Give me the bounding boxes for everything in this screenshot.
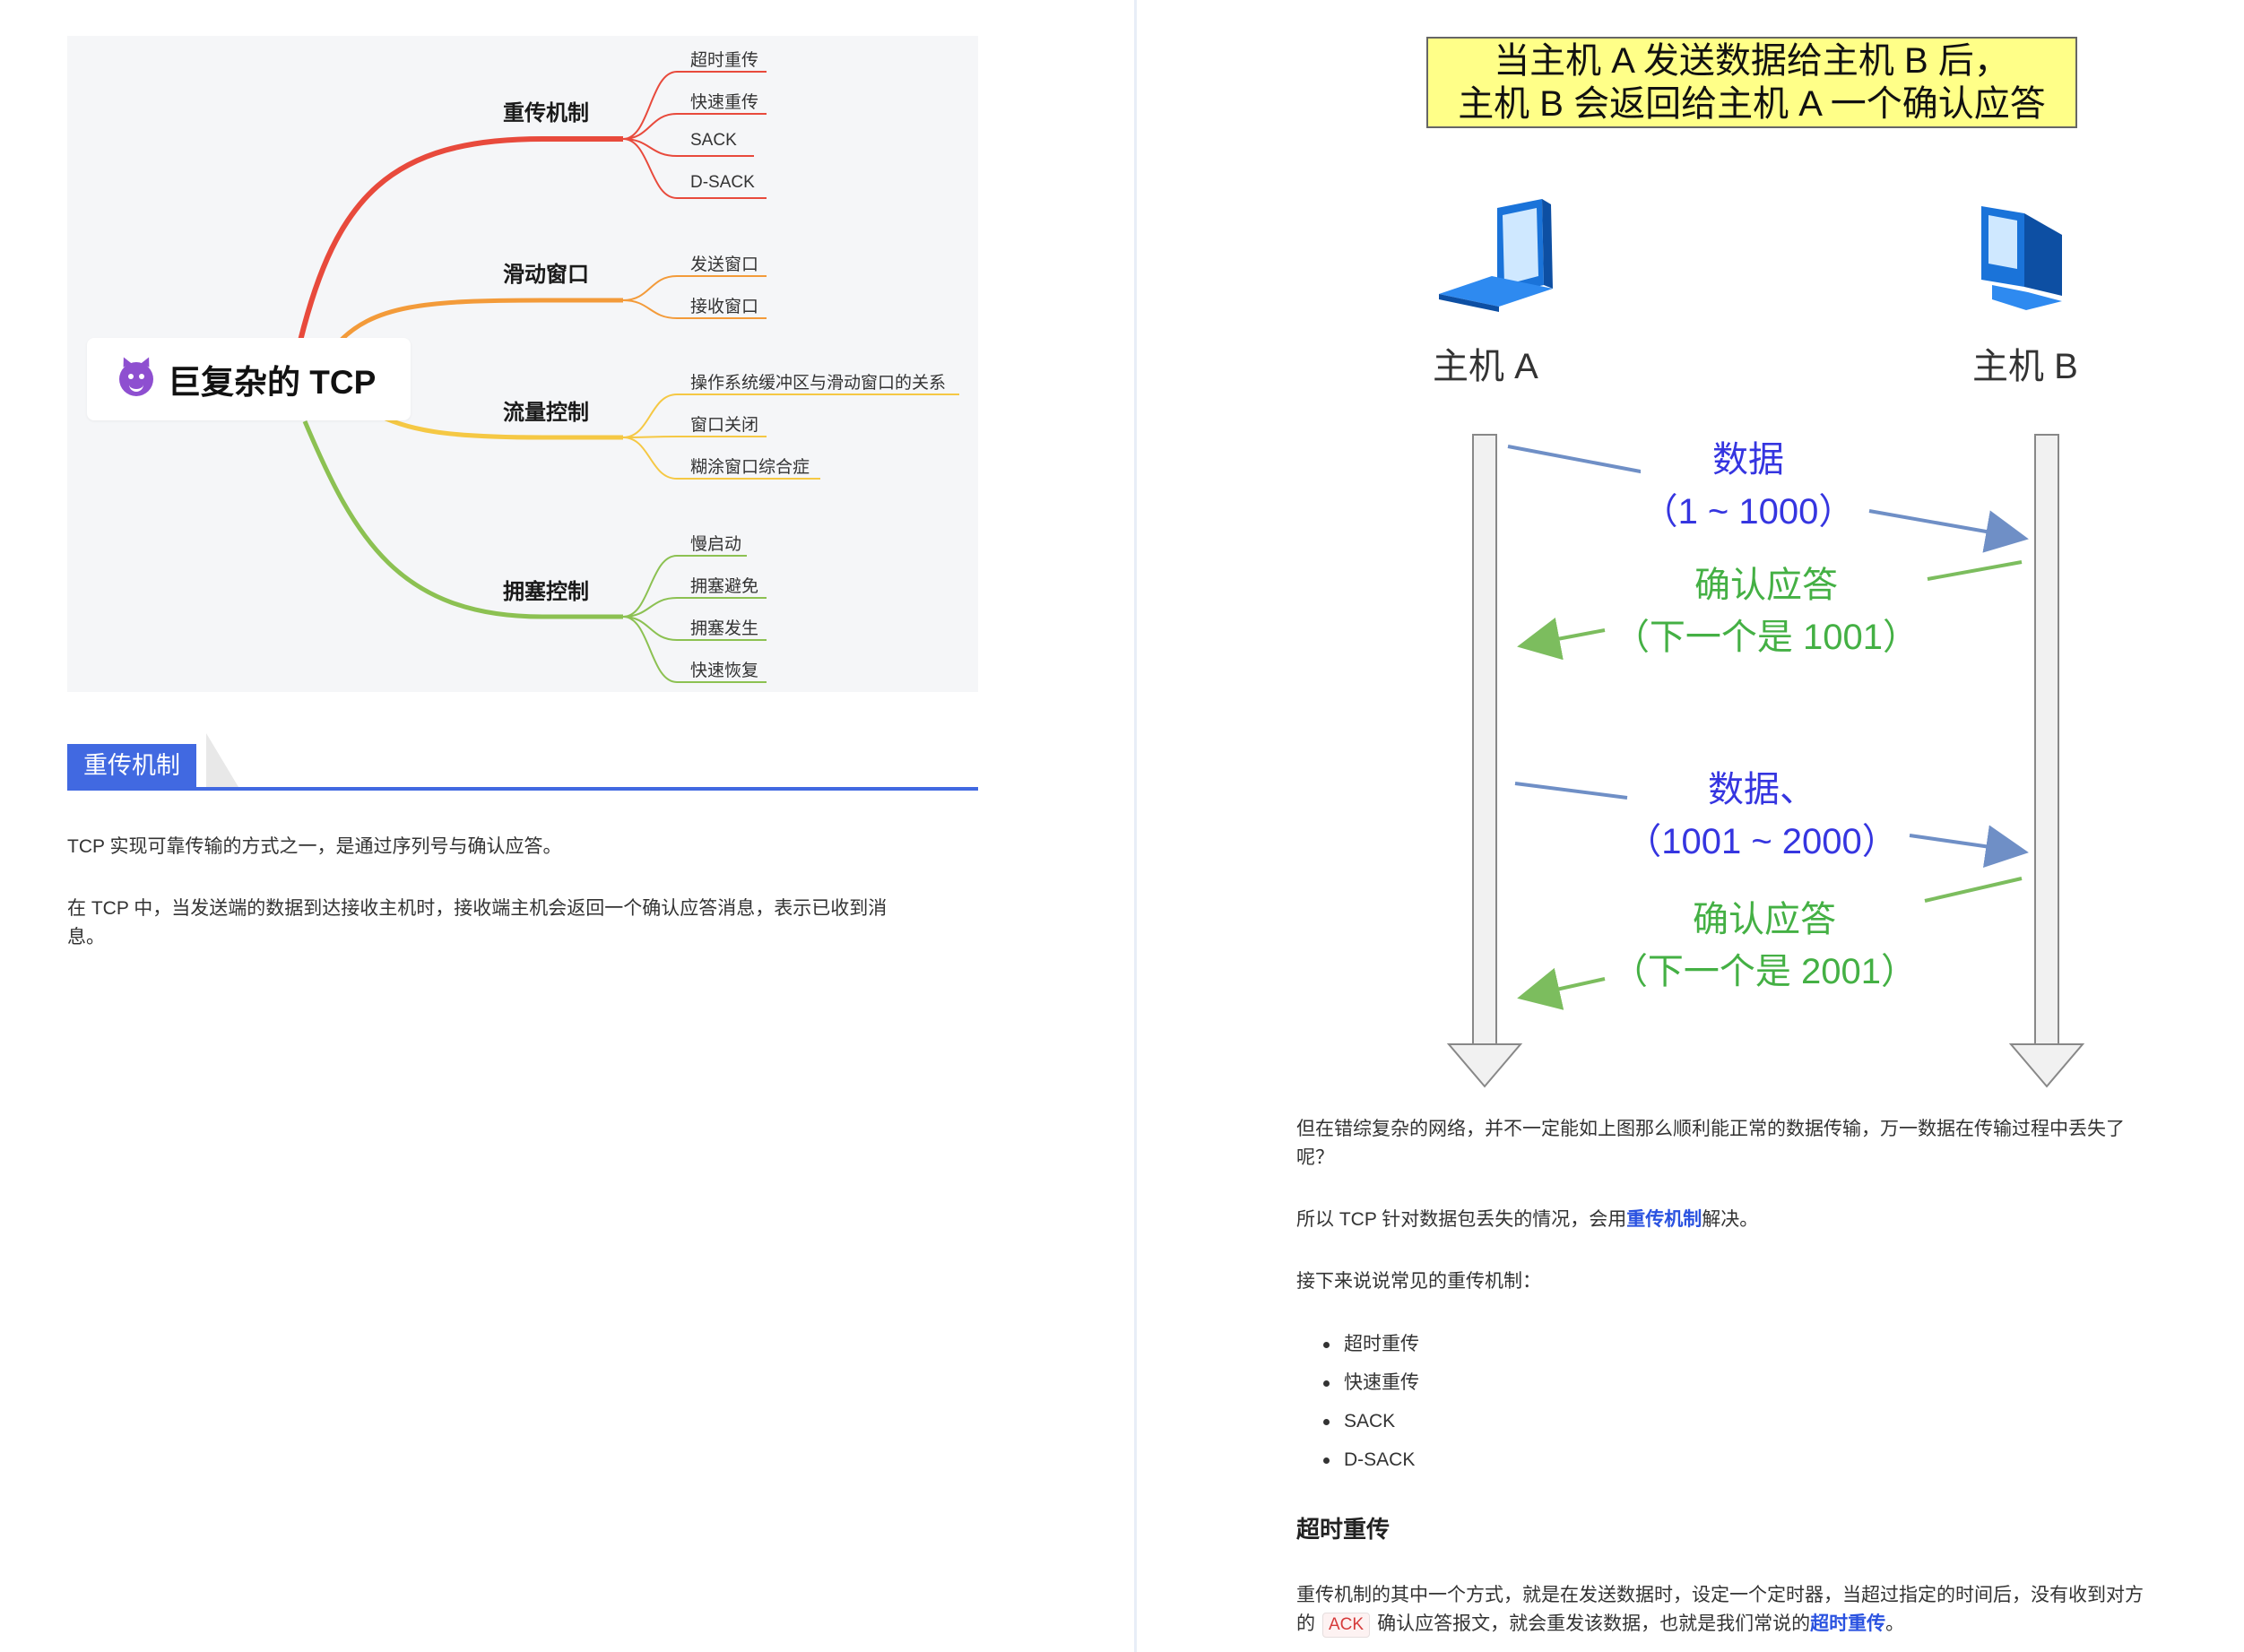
data-msg-2-range: （1001 ~ 2000） [1625, 822, 1898, 861]
branch-flow-control: 流量控制 [503, 401, 589, 425]
leaf-receive-window: 接收窗口 [690, 298, 759, 316]
section-underline [67, 787, 978, 791]
list-item: 快速重传 [1296, 1363, 1419, 1402]
p4-prefix: 的 [1296, 1613, 1315, 1634]
branch-retransmission: 重传机制 [503, 101, 589, 125]
data-msg-1: 数据 （1 ~ 1000） [1641, 430, 1856, 534]
page-divider [1134, 0, 1137, 1652]
branch-sliding-window: 滑动窗口 [503, 263, 589, 287]
p4-mid: 确认应答报文，就会重发该数据，也就是我们常说的 [1377, 1613, 1811, 1634]
left-paragraph-2: 在 TCP 中，当发送端的数据到达接收主机时，接收端主机会返回一个确认应答消息，… [67, 898, 888, 919]
branch-curve-sliding-window [334, 298, 623, 347]
list-item: SACK [1296, 1402, 1419, 1440]
p2-before: 所以 TCP 针对数据包丢失的情况，会用 [1296, 1209, 1627, 1230]
right-paragraph-3: 接下来说说常见的重传机制： [1296, 1271, 1541, 1292]
leaf-sack: SACK [690, 131, 737, 150]
data-msg-2-title: 数据、 [1708, 770, 1815, 809]
banner-line-1: 当主机 A 发送数据给主机 B 后， [1494, 41, 2010, 81]
mindmap-root: 巨复杂的 TCP [87, 338, 411, 420]
ack-msg-1: 确认应答 （下一个是 1001） [1596, 556, 1936, 660]
list-item: 超时重传 [1296, 1325, 1419, 1363]
right-paragraph-4: 重传机制的其中一个方式，就是在发送数据时，设定一个定时器，当超过指定的时间后，没… [1296, 1585, 2144, 1605]
leaf-timeout-retransmission: 超时重传 [690, 51, 759, 70]
branch-curve-retransmission [298, 136, 623, 342]
right-paragraph-4-cont: 的 ACK 确认应答报文，就会重发该数据，也就是我们常说的超时重传。 [1296, 1610, 1904, 1639]
diagram-banner: 当主机 A 发送数据给主机 B 后， 主机 B 会返回给主机 A 一个确认应答 [1426, 37, 2077, 128]
retransmission-list: 超时重传 快速重传 SACK D-SACK [1296, 1325, 1419, 1479]
leaf-congestion-avoidance: 拥塞避免 [690, 577, 759, 596]
right-paragraph-1-cont: 呢？ [1296, 1147, 1334, 1168]
data-msg-1-title: 数据 [1712, 440, 1784, 480]
leaf-fast-recovery: 快速恢复 [690, 662, 759, 680]
branch-curve-congestion [302, 420, 623, 619]
computer-icon-host-b [1981, 206, 2062, 310]
leaf-d-sack: D-SACK [690, 173, 755, 192]
timeline-host-a [1446, 434, 1523, 1088]
data-msg-1-range: （1 ~ 1000） [1642, 492, 1855, 532]
p4-highlight: 超时重传 [1810, 1613, 1886, 1634]
ack-msg-2-next: （下一个是 2001） [1611, 952, 1918, 991]
leaf-slow-start: 慢启动 [690, 535, 742, 554]
leaf-window-closed: 窗口关闭 [690, 416, 759, 435]
ack-msg-2-title: 确认应答 [1693, 900, 1836, 939]
subheading-timeout-retransmission: 超时重传 [1296, 1516, 1391, 1543]
host-a-label: 主机 A [1433, 347, 1538, 386]
tcp-mindmap: 巨复杂的 TCP 重传机制 滑动窗口 流量控制 拥塞控制 超时重传 快速重传 S… [67, 36, 978, 692]
leaf-congestion-occurs: 拥塞发生 [690, 619, 759, 638]
ack-msg-1-next: （下一个是 1001） [1613, 618, 1919, 657]
p4-end: 。 [1885, 1613, 1905, 1634]
left-paragraph-2-cont: 息。 [67, 927, 105, 947]
ack-msg-2: 确认应答 （下一个是 2001） [1594, 890, 1935, 994]
section-heading: 重传机制 [67, 744, 196, 787]
section-tab-fold [206, 733, 238, 787]
leaf-silly-window-syndrome: 糊涂窗口综合症 [690, 458, 810, 477]
p2-highlight: 重传机制 [1626, 1209, 1702, 1230]
data-msg-2: 数据、 （1001 ~ 2000） [1623, 760, 1901, 864]
smiling-imp-icon [119, 355, 153, 396]
branch-congestion-control: 拥塞控制 [503, 580, 589, 604]
leaf-buffer-window-relation: 操作系统缓冲区与滑动窗口的关系 [690, 374, 947, 393]
leaf-fast-retransmission: 快速重传 [690, 93, 759, 112]
right-paragraph-1: 但在错综复杂的网络，并不一定能如上图那么顺利能正常的数据传输，万一数据在传输过程… [1296, 1119, 2125, 1139]
leaf-send-window: 发送窗口 [690, 255, 759, 274]
host-b-label: 主机 B [1972, 347, 2078, 386]
ack-code: ACK [1322, 1613, 1371, 1638]
right-paragraph-2: 所以 TCP 针对数据包丢失的情况，会用重传机制解决。 [1296, 1206, 1758, 1234]
left-paragraph-1: TCP 实现可靠传输的方式之一，是通过序列号与确认应答。 [67, 836, 562, 857]
mindmap-root-title: 巨复杂的 TCP [168, 364, 377, 401]
banner-line-2: 主机 B 会返回给主机 A 一个确认应答 [1458, 84, 2046, 124]
timeline-host-b [2008, 434, 2085, 1088]
list-item: D-SACK [1296, 1440, 1419, 1479]
ack-msg-1-title: 确认应答 [1694, 566, 1838, 605]
p2-after: 解决。 [1702, 1209, 1759, 1230]
computer-icon-host-a [1439, 199, 1553, 312]
